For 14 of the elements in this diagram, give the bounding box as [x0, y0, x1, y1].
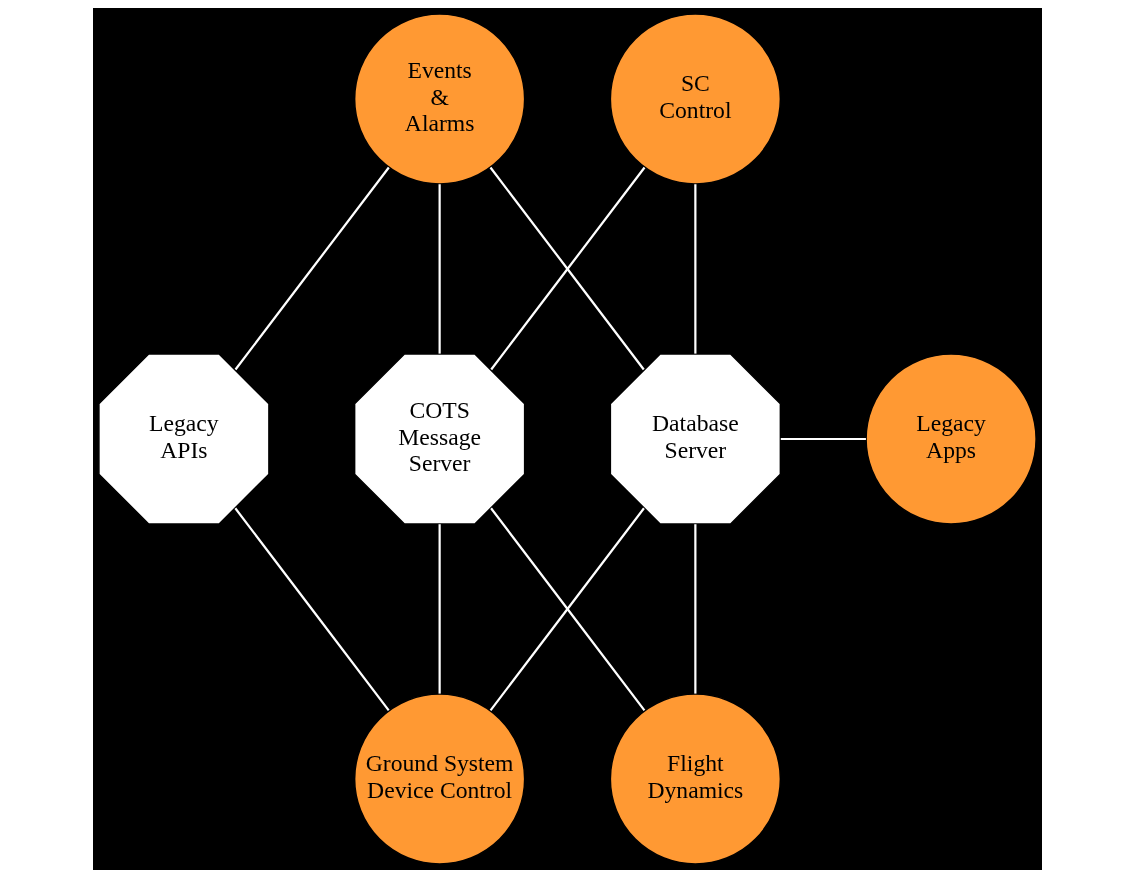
- connector: [438, 184, 441, 354]
- connector: [693, 184, 696, 354]
- node-circle: Legacy Apps: [864, 353, 1037, 525]
- connector: [489, 166, 645, 371]
- connector: [234, 166, 390, 371]
- connector: [233, 507, 390, 712]
- node-circle: Ground System Device Control: [353, 693, 525, 865]
- node-circle: Events & Alarms: [353, 13, 525, 185]
- node-circle: Flight Dynamics: [609, 693, 781, 865]
- connector: [693, 524, 696, 694]
- connector: [438, 524, 441, 694]
- connector: [489, 507, 645, 712]
- connector: [780, 437, 866, 441]
- node-circle: SC Control: [609, 13, 781, 185]
